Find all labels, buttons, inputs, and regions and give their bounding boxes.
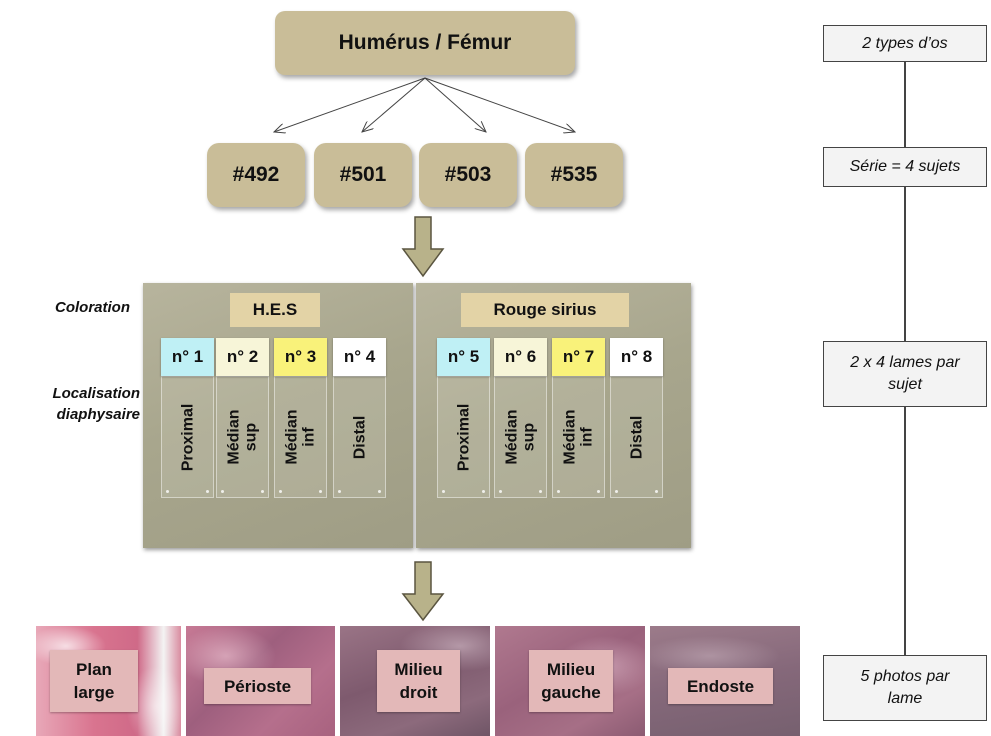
slide-location: Médian sup: [503, 409, 538, 465]
slide-glass: [274, 376, 327, 498]
root-label: Humérus / Fémur: [338, 31, 512, 54]
connector-line: [904, 407, 906, 655]
slide-number: n° 4: [333, 338, 386, 376]
slide-glass: [610, 376, 663, 498]
slide-number: n° 5: [437, 338, 490, 376]
slide: n° 2 Médian sup: [216, 338, 269, 498]
panel-title: H.E.S: [230, 293, 320, 327]
slide: n° 4 Distal: [333, 338, 386, 498]
photo-label: Milieu droit: [377, 650, 460, 712]
tree-arrow: [424, 77, 575, 132]
tree-arrow: [424, 77, 486, 132]
slide-glass: [437, 376, 490, 498]
slide: n° 3 Médian inf: [274, 338, 327, 498]
slide-glass: [552, 376, 605, 498]
down-arrow-icon: [401, 561, 445, 622]
slide: n° 6 Médian sup: [494, 338, 547, 498]
photo-label: Milieu gauche: [529, 650, 613, 712]
tree-arrow: [362, 77, 426, 132]
subject-box: #503: [419, 143, 517, 207]
slide-number: n° 8: [610, 338, 663, 376]
summary-box-bone-types: 2 types d’os: [823, 25, 987, 62]
slide-location: Proximal: [179, 403, 196, 471]
slide-location: Proximal: [455, 403, 472, 471]
slide-number: n° 3: [274, 338, 327, 376]
slide-number: n° 2: [216, 338, 269, 376]
photo-label: Endoste: [668, 668, 773, 704]
panel-title: Rouge sirius: [461, 293, 629, 327]
slide-location: Médian sup: [225, 409, 260, 465]
slide-glass: [333, 376, 386, 498]
summary-box-series: Série = 4 sujets: [823, 147, 987, 187]
tree-arrow: [274, 77, 426, 132]
histology-photo: Milieu droit: [340, 626, 490, 736]
subject-label: #501: [339, 163, 387, 186]
root-box: Humérus / Fémur: [275, 11, 575, 75]
slide-number: n° 1: [161, 338, 214, 376]
slide: n° 1 Proximal: [161, 338, 214, 498]
coloration-label: Coloration: [55, 299, 130, 316]
histology-photo: Milieu gauche: [495, 626, 645, 736]
down-arrow-icon: [401, 216, 445, 278]
photo-label: Périoste: [204, 668, 311, 704]
histology-photo: Endoste: [650, 626, 800, 736]
photo-label: Plan large: [50, 650, 138, 712]
slide-number: n° 7: [552, 338, 605, 376]
subject-label: #503: [444, 163, 492, 186]
histology-photo: Plan large: [36, 626, 181, 736]
slide-location: Médian inf: [283, 409, 318, 465]
slide-glass: [216, 376, 269, 498]
subject-label: #492: [232, 163, 280, 186]
localisation-label: Localisation diaphysaire: [52, 385, 140, 423]
slide-number: n° 6: [494, 338, 547, 376]
slide-glass: [161, 376, 214, 498]
histology-photo: Périoste: [186, 626, 335, 736]
subject-box: #492: [207, 143, 305, 207]
slide-glass: [494, 376, 547, 498]
stain-panel-rouge-sirius: Rouge sirius: [416, 283, 691, 548]
slide-location: Distal: [627, 415, 645, 459]
summary-box-slides: 2 x 4 lames par sujet: [823, 341, 987, 407]
slide-location: Distal: [350, 415, 368, 459]
subject-box: #501: [314, 143, 412, 207]
slide-location: Médian inf: [561, 409, 596, 465]
subject-box: #535: [525, 143, 623, 207]
slide: n° 5 Proximal: [437, 338, 490, 498]
slide: n° 8 Distal: [610, 338, 663, 498]
subject-label: #535: [550, 163, 598, 186]
summary-box-photos: 5 photos par lame: [823, 655, 987, 721]
connector-line: [904, 187, 906, 341]
slide: n° 7 Médian inf: [552, 338, 605, 498]
stain-panel-hes: H.E.S: [143, 283, 413, 548]
connector-line: [904, 62, 906, 147]
